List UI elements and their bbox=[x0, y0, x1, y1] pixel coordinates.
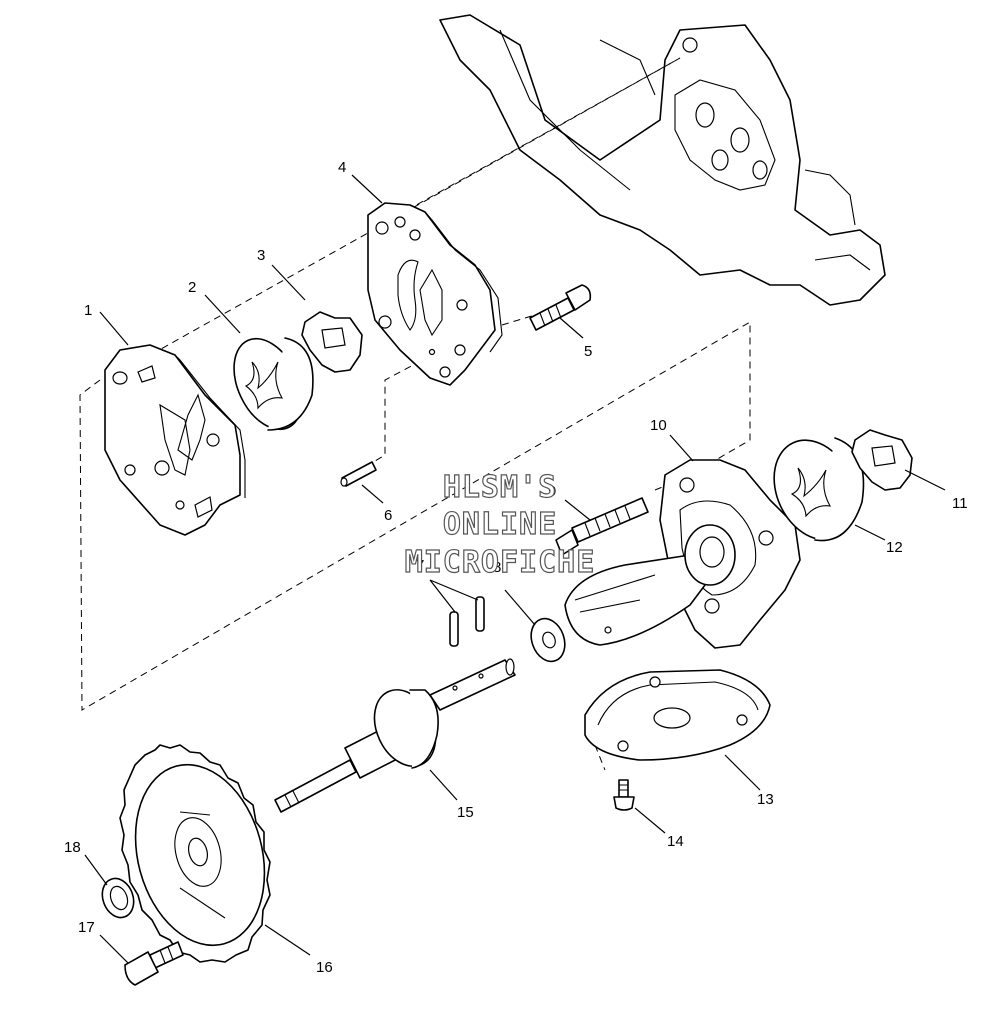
part-4-pump-body bbox=[367, 202, 503, 386]
part-13-gasket bbox=[584, 669, 771, 761]
callout-labels: 1 2 3 4 5 6 7 8 9 10 11 12 13 14 15 16 1… bbox=[64, 159, 968, 976]
callout-8: 8 bbox=[493, 559, 501, 576]
callout-9: 9 bbox=[548, 483, 556, 500]
callout-16: 16 bbox=[316, 959, 333, 976]
callout-17: 17 bbox=[78, 919, 95, 936]
part-16-drive-gear bbox=[119, 744, 271, 963]
part-9-long-bolt bbox=[555, 497, 649, 556]
watermark-line-1: HLSM'S bbox=[443, 470, 557, 505]
part-11-inner-rotor bbox=[851, 429, 913, 491]
part-18-washer bbox=[101, 877, 135, 919]
callout-4: 4 bbox=[338, 159, 346, 176]
part-5-screw bbox=[529, 284, 592, 331]
callout-3: 3 bbox=[257, 247, 265, 264]
leader-lines bbox=[84, 174, 946, 964]
part-17-bolt bbox=[124, 941, 184, 986]
part-2-outer-rotor bbox=[233, 337, 314, 431]
part-7-pins bbox=[449, 596, 485, 647]
watermark-line-2: ONLINE bbox=[443, 507, 557, 542]
callout-1: 1 bbox=[84, 302, 92, 319]
engine-housing bbox=[439, 14, 886, 306]
part-3-inner-rotor bbox=[301, 311, 363, 373]
callout-14: 14 bbox=[667, 833, 684, 850]
pump-cover-dome bbox=[564, 524, 736, 646]
callout-2: 2 bbox=[188, 279, 196, 296]
watermark-line-3: MICROFICHE bbox=[405, 545, 596, 580]
callout-7: 7 bbox=[416, 557, 424, 574]
callout-15: 15 bbox=[457, 804, 474, 821]
part-14-screw bbox=[613, 779, 635, 811]
part-1-pump-cover bbox=[104, 344, 246, 536]
callout-12: 12 bbox=[886, 539, 903, 556]
part-15-shaft bbox=[274, 658, 516, 813]
callout-10: 10 bbox=[650, 417, 667, 434]
callout-13: 13 bbox=[757, 791, 774, 808]
part-12-outer-rotor bbox=[773, 437, 865, 542]
part-8-washer bbox=[530, 617, 566, 663]
callout-6: 6 bbox=[384, 507, 392, 524]
callout-5: 5 bbox=[584, 343, 592, 360]
callout-18: 18 bbox=[64, 839, 81, 856]
watermark: HLSM'S ONLINE MICROFICHE bbox=[404, 469, 596, 580]
part-6-pin bbox=[340, 461, 377, 487]
callout-11: 11 bbox=[952, 495, 968, 512]
